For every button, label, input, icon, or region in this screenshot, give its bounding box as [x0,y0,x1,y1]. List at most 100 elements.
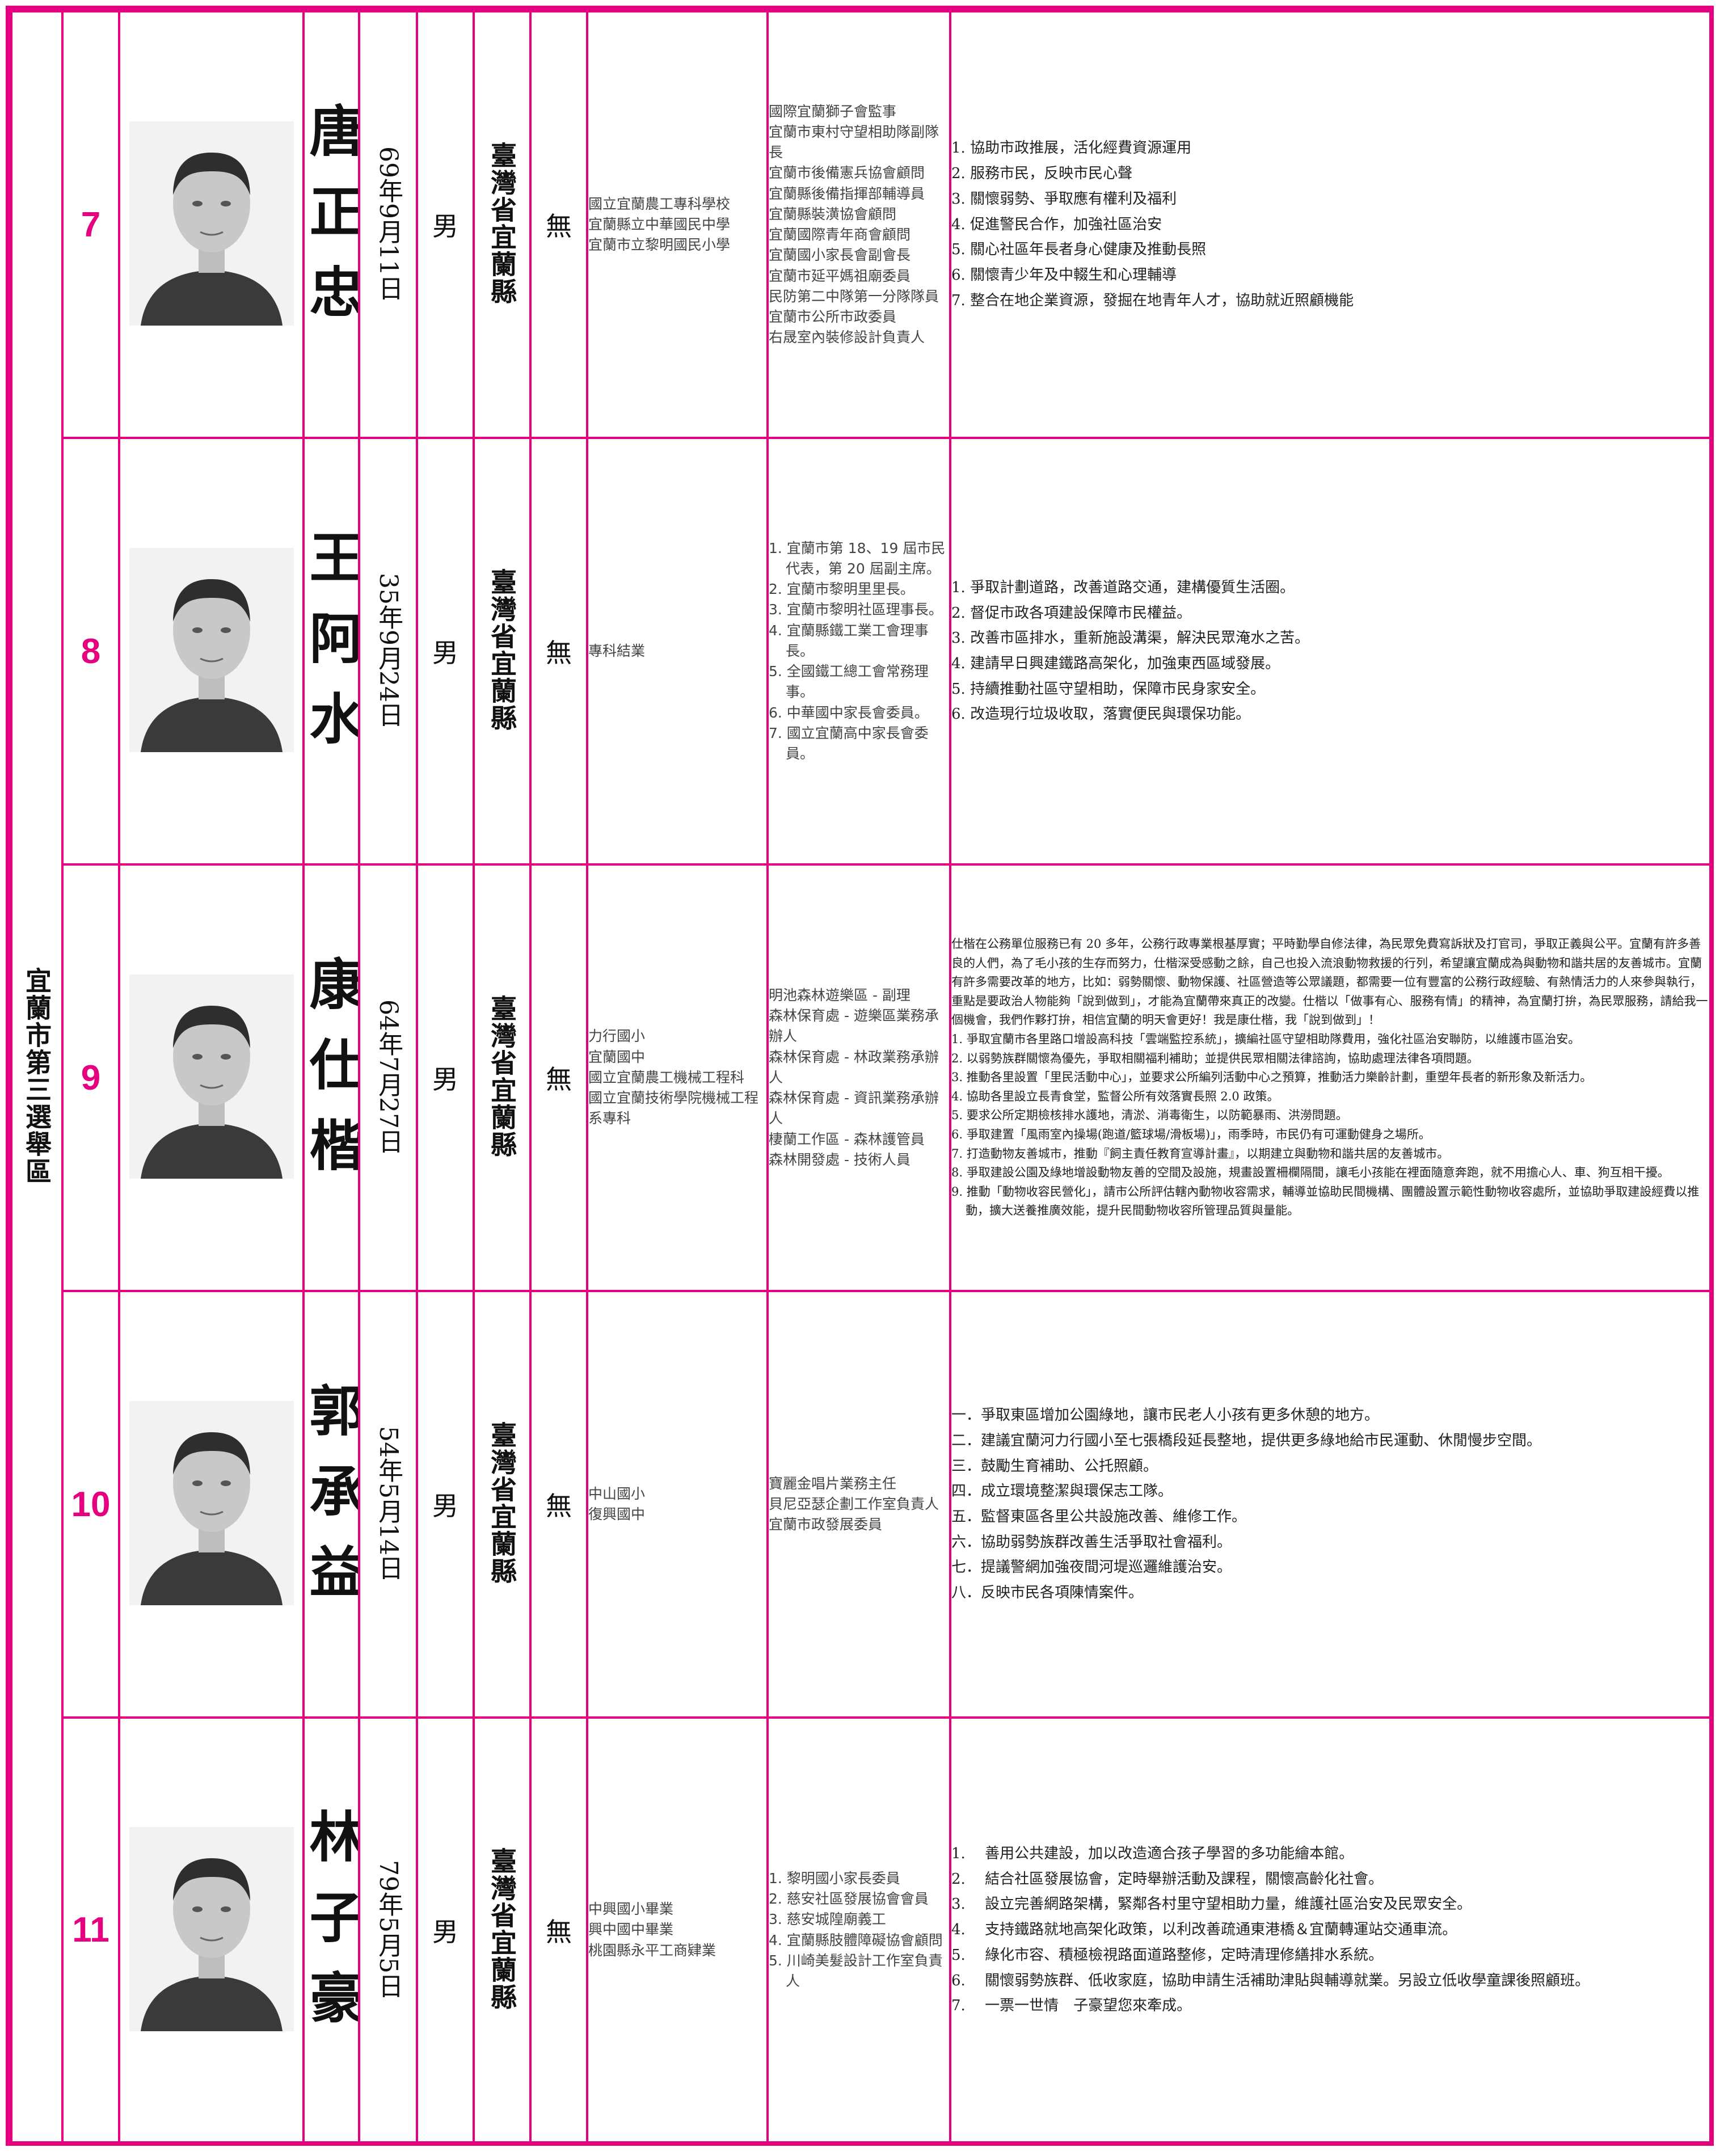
candidate-name: 郭承益 [304,1382,359,1624]
candidate-number: 10 [61,1290,120,1719]
experience-item: 棲蘭工作區 - 森林護管員 [769,1130,925,1147]
name-cell: 王阿水 [302,437,360,866]
education-item: 國立宜蘭技術學院機械工程系專科 [588,1090,759,1127]
education-item: 中興國小畢業 [588,1901,674,1918]
birth-date: 79年5月5日 [374,1859,403,1998]
platform-item: 1. 協助市政推展，活化經費資源運用 [951,140,1192,157]
candidate-origin: 臺灣省宜蘭縣 [487,142,517,305]
education-cell: 國立宜蘭農工專科學校宜蘭縣立中華國民中學宜蘭市立黎明國民小學 [586,10,769,439]
platform-item: 2. 結合社區發展協會，定時舉辦活動及課程，關懷高齡化社會。 [951,1870,1384,1888]
candidate-name: 林子豪 [304,1808,359,2050]
candidate-photo [129,974,294,1179]
experience-item: 5. 川崎美髮設計工作室負責人 [769,1952,943,1989]
education-item: 復興國中 [588,1506,646,1522]
birth-cell: 35年9月24日 [358,437,418,866]
birth-date: 54年5月14日 [374,1426,403,1580]
experience-item: 1. 宜蘭市第 18、19 屆市民代表，第 20 屆副主席。 [769,539,946,577]
birth-part: 年 [374,1891,403,1917]
origin-cell: 臺灣省宜蘭縣 [473,863,532,1292]
birth-part: 14 [374,1524,403,1555]
experience-item: 宜蘭國際青年商會顧問 [769,226,911,243]
experience-item: 5. 全國鐵工總工會常務理事。 [769,663,929,701]
portrait-silhouette-icon [129,974,294,1179]
platform-item: 7. 整合在地企業資源，發掘在地青年人才，協助就近照顧機能 [951,292,1354,309]
experience-item: 宜蘭市後備憲兵協會顧問 [769,164,925,182]
experience-cell: 1. 宜蘭市第 18、19 屆市民代表，第 20 屆副主席。2. 宜蘭市黎明里里… [766,437,951,866]
birth-cell: 64年7月27日 [358,863,418,1292]
birth-date: 35年9月24日 [374,573,403,727]
birth-part: 35 [374,573,403,605]
experience-item: 3. 慈安城隍廟義工 [769,1911,886,1928]
birth-part: 日 [374,1555,403,1580]
experience-item: 2. 慈安社區發展協會會員 [769,1891,929,1907]
platform-item: 七．提議警網加強夜間河堤巡邏維護治安。 [951,1559,1232,1576]
platform-item: 一．爭取東區增加公園綠地，讓市民老人小孩有更多休憩的地方。 [951,1407,1380,1424]
birth-part: 月 [374,645,403,670]
birth-part: 年 [374,605,403,630]
platform-cell: 仕楷在公務單位服務已有 20 多年，公務行政專業根基厚實；平時勤學自修法律，為民… [949,863,1712,1292]
platform-item: 1. 善用公共建設，加以改造適合孩子學習的多功能繪本館。 [951,1845,1354,1862]
name-cell: 林子豪 [302,1716,360,2144]
candidate-photo [129,121,294,326]
platform-item: 1. 爭取宜蘭市各里路口增設高科技「雲端監控系統」，擴編社區守望相助隊費用，強化… [951,1032,1580,1047]
candidate-gender: 男 [416,1290,475,1719]
birth-part: 日 [374,1129,403,1154]
portrait-silhouette-icon [129,1401,294,1605]
origin-cell: 臺灣省宜蘭縣 [473,437,532,866]
experience-item: 宜蘭市延平媽祖廟委員 [769,267,911,284]
candidate-origin: 臺灣省宜蘭縣 [487,568,517,732]
platform-item: 4. 協助各里設立長青食堂，監督公所有效落實長照 2.0 政策。 [951,1089,1279,1103]
candidate-origin: 臺灣省宜蘭縣 [487,1421,517,1585]
platform-item: 3. 設立完善網路架構，緊鄰各村里守望相助力量，維護社區治安及民眾安全。 [951,1896,1472,1913]
birth-date: 64年7月27日 [374,999,403,1154]
experience-item: 1. 黎明國小家長委員 [769,1870,900,1887]
birth-part: 9 [374,630,403,645]
birth-part: 24 [374,670,403,702]
birth-part: 月 [374,1499,403,1524]
birth-part: 5 [374,1916,403,1933]
education-cell: 中山國小復興國中 [586,1290,769,1719]
experience-item: 國際宜蘭獅子會監事 [769,103,897,120]
platform-item: 三．鼓勵生育補助、公托照顧。 [951,1457,1158,1475]
photo-cell [118,437,305,866]
birth-part: 日 [374,1973,403,1998]
name-cell: 唐正忠 [302,10,360,439]
portrait-silhouette-icon [129,121,294,326]
birth-part: 年 [374,1031,403,1056]
experience-item: 貝尼亞瑟企劃工作室負責人 [769,1495,939,1512]
candidate-gender: 男 [416,1716,475,2144]
education-item: 中山國小 [588,1485,646,1502]
birth-part: 5 [374,1957,403,1973]
origin-cell: 臺灣省宜蘭縣 [473,1290,532,1719]
birth-part: 7 [374,1056,403,1072]
education-cell: 專科結業 [586,437,769,866]
experience-item: 6. 中華國中家長會委員。 [769,704,929,721]
platform-item: 3. 推動各里設置「里民活動中心」，並要求公所編列活動中心之預算，推動活力樂齡計… [951,1070,1592,1085]
experience-item: 宜蘭縣裝潢協會顧問 [769,205,897,222]
birth-part: 79 [374,1859,403,1892]
candidate-origin: 臺灣省宜蘭縣 [487,1847,517,2011]
platform-item: 5. 關心社區年長者身心健康及推動長照 [951,241,1207,259]
district-label: 宜蘭市第三選舉區 [22,967,52,1185]
platform-item: 4. 支持鐵路就地高架化政策，以利改善疏通東港橋＆宜蘭轉運站交通車流。 [951,1921,1457,1939]
portrait-silhouette-icon [129,1826,294,2031]
candidate-number: 9 [61,863,120,1292]
candidate-party: 無 [529,863,588,1292]
experience-item: 森林保育處 - 林政業務承辦人 [769,1048,939,1086]
birth-part: 64 [374,999,403,1031]
birth-cell: 54年5月14日 [358,1290,418,1719]
birth-part: 54 [374,1426,403,1458]
experience-item: 宜蘭市政發展委員 [769,1516,883,1533]
platform-item: 7. 打造動物友善城市，推動『飼主責任教育宣導計畫』，以期建立與動物和諧共居的友… [951,1146,1449,1161]
birth-part: 年 [374,1458,403,1483]
birth-part: 11 [374,244,403,276]
platform-item: 五．監督東區各里公共設施改善、維修工作。 [951,1508,1247,1525]
platform-item: 3. 關懷弱勢、爭取應有權利及福利 [951,190,1177,208]
